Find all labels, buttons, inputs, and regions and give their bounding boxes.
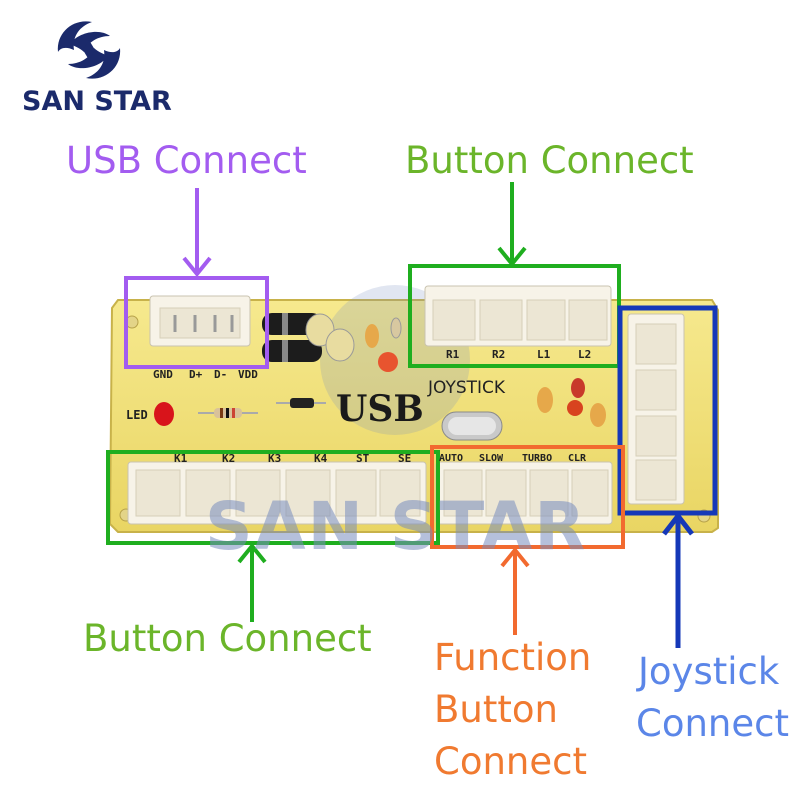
top-button-arrow-icon: [497, 182, 527, 268]
joystick-connect-box: [617, 305, 718, 516]
usb-connector: [149, 295, 251, 347]
top-button-label: R1: [446, 348, 460, 361]
usb-pin-label: GND: [153, 368, 173, 381]
function-button-label: TURBO: [522, 453, 553, 464]
usb-connect-box: [124, 276, 269, 369]
bottom-button-label: K2: [222, 452, 236, 465]
usb-connect-label: USB Connect: [66, 139, 307, 182]
san-star-logo: [50, 14, 128, 86]
button-connect-bottom-label: Button Connect: [83, 617, 372, 660]
bottom-button-label: SE: [398, 452, 412, 465]
silk-usb: USB: [336, 388, 424, 430]
usb-pin-label: D-: [214, 368, 228, 381]
joystick-label-line2: Connect: [636, 702, 789, 745]
joystick-arrow-icon: [662, 511, 694, 648]
bottom-button-connectors: [127, 461, 427, 525]
function-button-label: AUTO: [439, 453, 464, 464]
bottom-button-connect-box: [106, 450, 440, 545]
joystick-connector: [627, 313, 685, 505]
joystick-label-line1: Joystick: [638, 650, 780, 693]
button-connect-top-label: Button Connect: [405, 139, 694, 182]
usb-pin-label: VDD: [238, 368, 258, 381]
bottom-button-label: K3: [268, 452, 282, 465]
logo-text: SAN STAR: [22, 86, 172, 117]
function-label-line1: Function: [434, 636, 592, 679]
top-button-label: L1: [537, 348, 551, 361]
silk-joystick: JOYSTICK: [428, 378, 506, 398]
top-button-connectors: [424, 285, 612, 347]
function-arrow-icon: [500, 546, 530, 635]
function-connect-box: [430, 445, 625, 549]
top-button-label: R2: [492, 348, 506, 361]
usb-arrow-icon: [182, 188, 212, 278]
function-button-connectors: [435, 461, 613, 525]
top-button-label: L2: [578, 348, 592, 361]
silk-led: LED: [126, 408, 148, 422]
function-button-label: SLOW: [479, 453, 504, 464]
usb-pin-label: D+: [189, 368, 203, 381]
watermark-text: SAN STAR: [205, 488, 588, 565]
bottom-button-label: K1: [174, 452, 188, 465]
bottom-button-arrow-icon: [237, 542, 267, 622]
bottom-button-label: K4: [314, 452, 328, 465]
logo-emblem-icon: [57, 21, 121, 79]
function-label-line2: Button: [434, 688, 558, 731]
function-button-label: CLR: [568, 453, 587, 464]
function-label-line3: Connect: [434, 740, 587, 783]
bottom-button-label: ST: [356, 452, 370, 465]
